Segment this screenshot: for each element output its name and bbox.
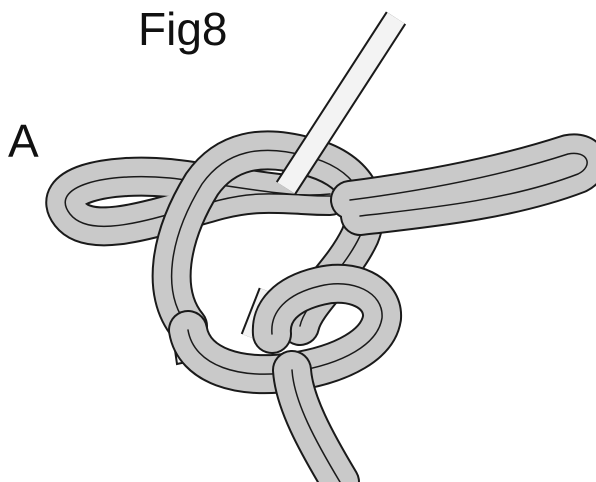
- rope-right-end: [350, 153, 587, 216]
